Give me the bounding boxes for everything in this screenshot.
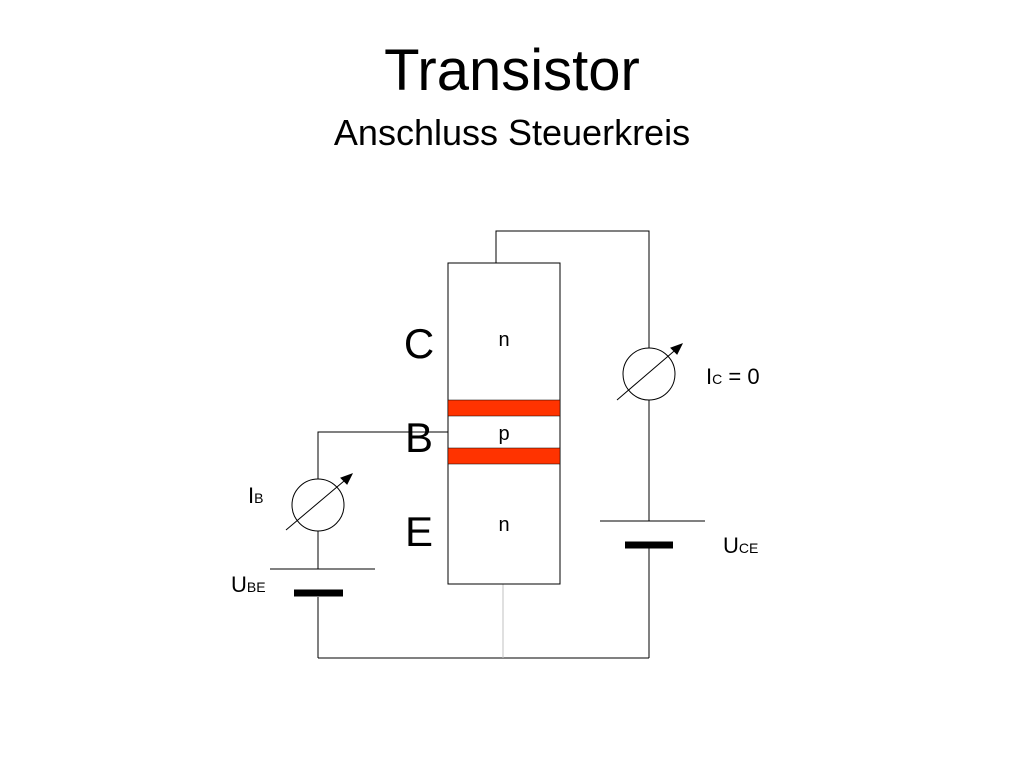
- base-current-label: IB: [248, 483, 263, 508]
- collector-current-label: IC = 0: [706, 364, 760, 389]
- collector-ammeter-arrowhead: [670, 343, 684, 355]
- collector-current-subscript: C: [712, 371, 722, 387]
- base-ammeter-icon: [285, 473, 354, 532]
- base-current-subscript: B: [254, 490, 263, 506]
- collector-wire-top: [495, 230, 650, 348]
- base-voltage-label: UBE: [231, 572, 266, 597]
- base-emitter-junction: [447, 447, 561, 465]
- base-circuit-wires: [317, 431, 448, 658]
- transistor-body: n p n: [447, 262, 561, 585]
- base-ammeter-circle: [291, 478, 345, 532]
- emitter-layer-label: n: [498, 514, 509, 536]
- base-battery-icon: [270, 568, 375, 597]
- collector-voltage-subscript: CE: [739, 540, 758, 556]
- collector-voltage-label: UCE: [723, 533, 758, 558]
- base-ammeter-arrow-shaft: [285, 475, 351, 531]
- collector-voltage-symbol: U: [723, 533, 739, 558]
- base-current-symbol: I: [248, 483, 254, 508]
- collector-current-symbol: I: [706, 364, 712, 389]
- emitter-terminal-label: E: [405, 508, 433, 555]
- base-layer-label: p: [498, 423, 509, 445]
- transistor-outline: [447, 262, 561, 585]
- base-ammeter-arrowhead: [340, 473, 354, 485]
- collector-ammeter-circle: [622, 347, 676, 401]
- collector-ammeter-icon: [616, 343, 684, 401]
- collector-terminal-label: C: [404, 320, 434, 367]
- collector-circuit-wires: [318, 230, 650, 659]
- base-terminal-label: B: [405, 414, 433, 461]
- collector-current-value: = 0: [722, 364, 759, 389]
- collector-base-junction: [447, 399, 561, 417]
- collector-battery-icon: [600, 520, 705, 549]
- collector-layer-label: n: [498, 329, 509, 351]
- slide-title: Transistor: [384, 38, 640, 103]
- slide-subtitle: Anschluss Steuerkreis: [333, 112, 691, 153]
- base-wire-top: [317, 431, 448, 479]
- base-voltage-symbol: U: [231, 572, 247, 597]
- collector-ammeter-arrow-shaft: [616, 345, 681, 401]
- base-voltage-subscript: BE: [247, 579, 266, 595]
